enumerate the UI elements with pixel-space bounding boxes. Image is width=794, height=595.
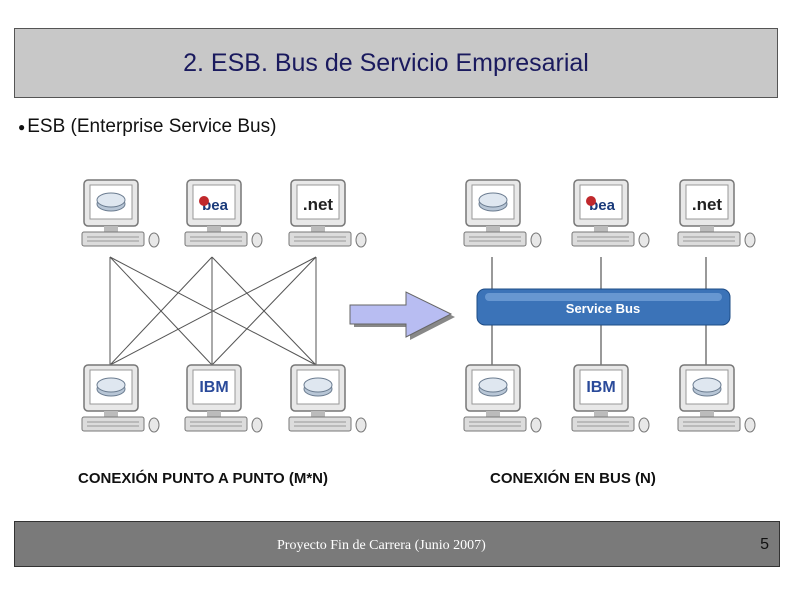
computer-icon (288, 364, 367, 433)
title-bar: 2. ESB. Bus de Servicio Empresarial (14, 28, 778, 98)
architecture-diagram: bea .net IBM Service Bus bea .net IBM (81, 179, 756, 433)
page-number: 5 (760, 536, 769, 553)
net-logo: .net (303, 195, 334, 214)
bus-label: Service Bus (566, 301, 640, 316)
computer-icon: .net (677, 179, 756, 248)
bullet-item: ●ESB (Enterprise Service Bus) (18, 116, 276, 138)
computer-icon: bea (184, 179, 263, 248)
computer-icon (677, 364, 756, 433)
computer-icon: bea (571, 179, 650, 248)
slide-title: 2. ESB. Bus de Servicio Empresarial (183, 48, 589, 77)
bullet-icon: ● (18, 119, 26, 134)
mesh-connections (109, 256, 317, 366)
computer-icon (81, 364, 160, 433)
computer-icon (463, 179, 542, 248)
ibm-logo: IBM (199, 379, 228, 396)
arrow-right-icon (349, 291, 455, 340)
footer-text: Proyecto Fin de Carrera (Junio 2007) (277, 538, 486, 553)
caption-bus: CONEXIÓN EN BUS (N) (490, 470, 656, 487)
computer-icon: .net (288, 179, 367, 248)
bus-connections (491, 257, 707, 365)
computer-icon (463, 364, 542, 433)
computer-icon: IBM (571, 364, 650, 433)
computer-icon (81, 179, 160, 248)
net-logo: .net (692, 195, 723, 214)
ibm-logo: IBM (586, 379, 615, 396)
computer-icon: IBM (184, 364, 263, 433)
caption-point-to-point: CONEXIÓN PUNTO A PUNTO (M*N) (78, 470, 329, 487)
footer-bar: Proyecto Fin de Carrera (Junio 2007) 5 (14, 521, 780, 567)
bullet-text: ESB (Enterprise Service Bus) (27, 116, 277, 137)
service-bus: Service Bus (476, 288, 731, 326)
